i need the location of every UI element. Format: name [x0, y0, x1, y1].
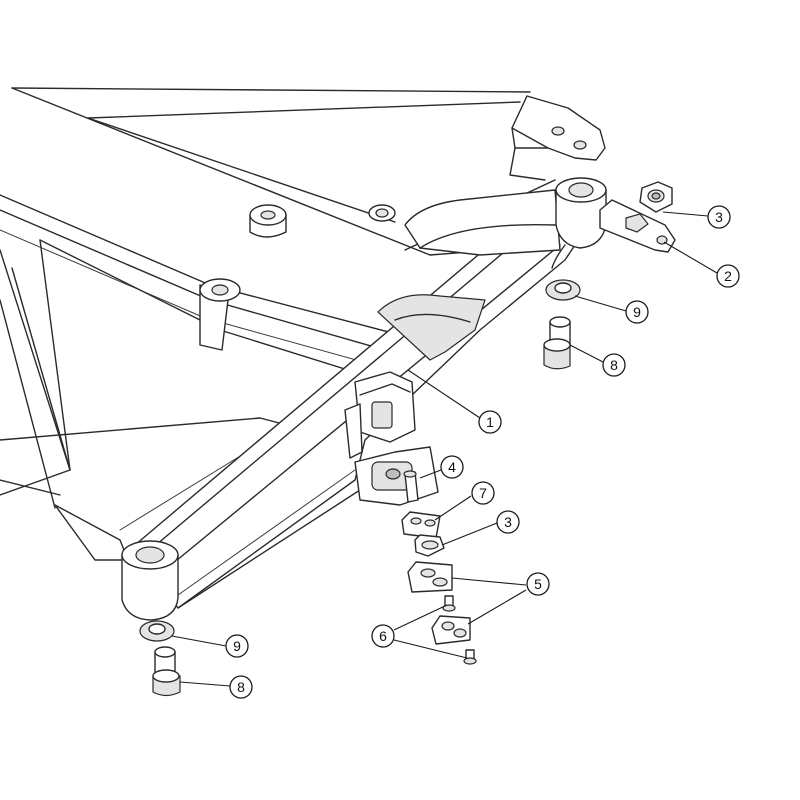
part-5-plate-upper [407, 561, 453, 593]
upper-mount-bracket [509, 95, 606, 181]
callout-7-label: 7 [479, 485, 487, 501]
callout-3-lower: 3 [496, 510, 520, 534]
middle-gusset-plate [377, 294, 486, 361]
right-pivot-boss [551, 177, 607, 269]
leader-5b [467, 589, 527, 625]
callout-6-label: 6 [379, 628, 387, 644]
callout-group: 1 2 3 3 4 5 6 7 [171, 205, 740, 699]
part-8-bolt-lower [152, 646, 181, 697]
leader-3-upper [662, 211, 709, 217]
leader-6a [393, 604, 448, 631]
callout-8-lower-label: 8 [237, 679, 245, 695]
part-8-bolt-upper [543, 316, 571, 370]
callout-9-lower: 9 [225, 634, 249, 658]
callout-9-lower-label: 9 [233, 638, 241, 654]
leader-4 [419, 469, 442, 479]
callout-3-upper: 3 [707, 205, 731, 229]
callout-9-upper-label: 9 [633, 304, 641, 320]
leader-3-lower [441, 522, 498, 546]
callout-3-lower-label: 3 [504, 514, 512, 530]
callout-8-upper: 8 [602, 353, 626, 377]
callout-1-label: 1 [486, 414, 494, 430]
callout-2: 2 [716, 264, 740, 288]
part-9-washer-lower [139, 620, 175, 642]
leader-8-upper [569, 344, 604, 363]
part-7-plate [401, 511, 441, 539]
part-3-nut-lower [414, 534, 445, 557]
left-pivot-boss [54, 504, 179, 621]
callout-5: 5 [526, 572, 550, 596]
callout-3-upper-label: 3 [715, 209, 723, 225]
callout-8-lower: 8 [229, 675, 253, 699]
callout-2-label: 2 [724, 268, 732, 284]
part-5-plate-lower [431, 615, 471, 645]
leader-8-lower [179, 681, 231, 687]
part-4-pin [403, 470, 419, 503]
callout-6: 6 [371, 624, 395, 648]
leader-9-upper [574, 295, 627, 312]
upper-gusset-plate [404, 189, 561, 256]
part-3-hex-nut-upper [639, 181, 673, 213]
frame-boss-upper [249, 204, 287, 238]
leader-1 [407, 369, 481, 419]
part-6-screw-lower [463, 649, 477, 665]
callout-4-label: 4 [448, 459, 456, 475]
leader-5a [451, 577, 527, 586]
callout-7: 7 [471, 481, 495, 505]
callout-5-label: 5 [534, 576, 542, 592]
leader-6b [393, 639, 468, 659]
part-9-washer-upper [545, 279, 581, 301]
callout-1: 1 [478, 410, 502, 434]
frame-boss-left [199, 278, 241, 351]
frame-boss-small [368, 204, 396, 222]
part-6-screw-upper [442, 595, 456, 612]
callout-8-upper-label: 8 [610, 357, 618, 373]
leader-9-lower [171, 635, 227, 647]
leader-7 [434, 495, 472, 521]
leader-2 [663, 241, 718, 274]
center-mount-bracket [344, 371, 416, 459]
callout-9-upper: 9 [625, 300, 649, 324]
callout-4: 4 [440, 455, 464, 479]
